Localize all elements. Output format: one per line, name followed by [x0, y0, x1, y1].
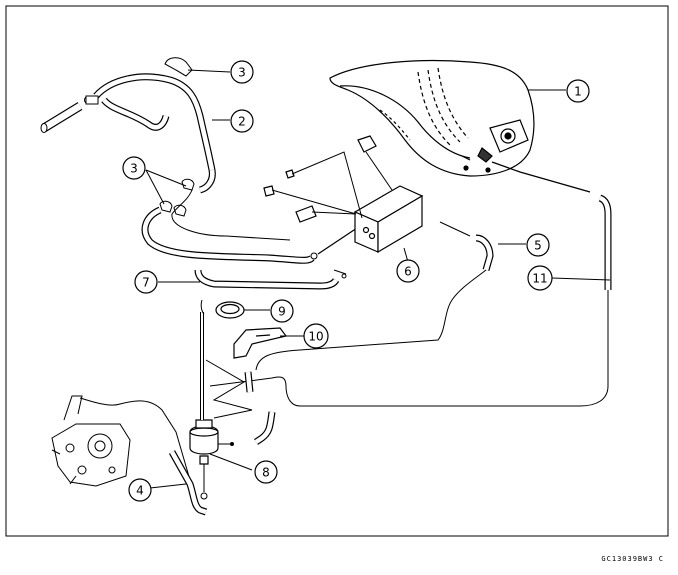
throttle-body	[51, 395, 131, 487]
canister	[263, 135, 424, 254]
hose-2	[40, 73, 216, 194]
figure-reference-code: GC13039BW3 C	[601, 555, 664, 563]
callout-10: 10	[303, 323, 329, 349]
callout-9: 9	[270, 299, 294, 323]
callout-7: 7	[134, 270, 158, 294]
callout-3a-label: 3	[238, 66, 246, 80]
callout-5-label: 5	[534, 239, 542, 253]
callout-2: 2	[230, 109, 254, 133]
callout-8-label: 8	[262, 466, 270, 480]
callout-8: 8	[254, 460, 278, 484]
callout-1-label: 1	[574, 85, 582, 99]
diagram-frame	[5, 5, 669, 537]
hose-4	[79, 397, 208, 516]
callout-9-label: 9	[278, 305, 286, 319]
callout-2-label: 2	[238, 115, 246, 129]
callout-6: 6	[396, 259, 420, 283]
callout-1: 1	[566, 79, 590, 103]
clamp-3-top	[164, 57, 193, 77]
hose-11	[209, 194, 612, 407]
callout-3-left: 3	[122, 156, 146, 180]
callout-6-label: 6	[404, 265, 412, 279]
callout-4: 4	[128, 478, 152, 502]
separator-hoses	[200, 299, 276, 446]
callout-4-label: 4	[136, 484, 144, 498]
ring-9	[215, 301, 245, 319]
callout-3-top: 3	[230, 60, 254, 84]
callout-7-label: 7	[142, 276, 150, 290]
separator-8	[189, 419, 219, 465]
hose-5	[255, 221, 494, 371]
fuel-tank	[329, 59, 591, 193]
bracket-10	[233, 327, 288, 359]
callout-10-label: 10	[308, 330, 323, 344]
callout-11: 11	[527, 265, 553, 291]
callout-11-label: 11	[532, 272, 547, 286]
callout-3b-label: 3	[130, 162, 138, 176]
callout-5: 5	[526, 233, 550, 257]
clamp-3-pair	[159, 178, 195, 217]
canister-pointer-lines	[271, 151, 393, 219]
leader-lines	[145, 69, 611, 489]
hose-7	[194, 269, 347, 290]
hose-to-canister	[141, 189, 361, 264]
